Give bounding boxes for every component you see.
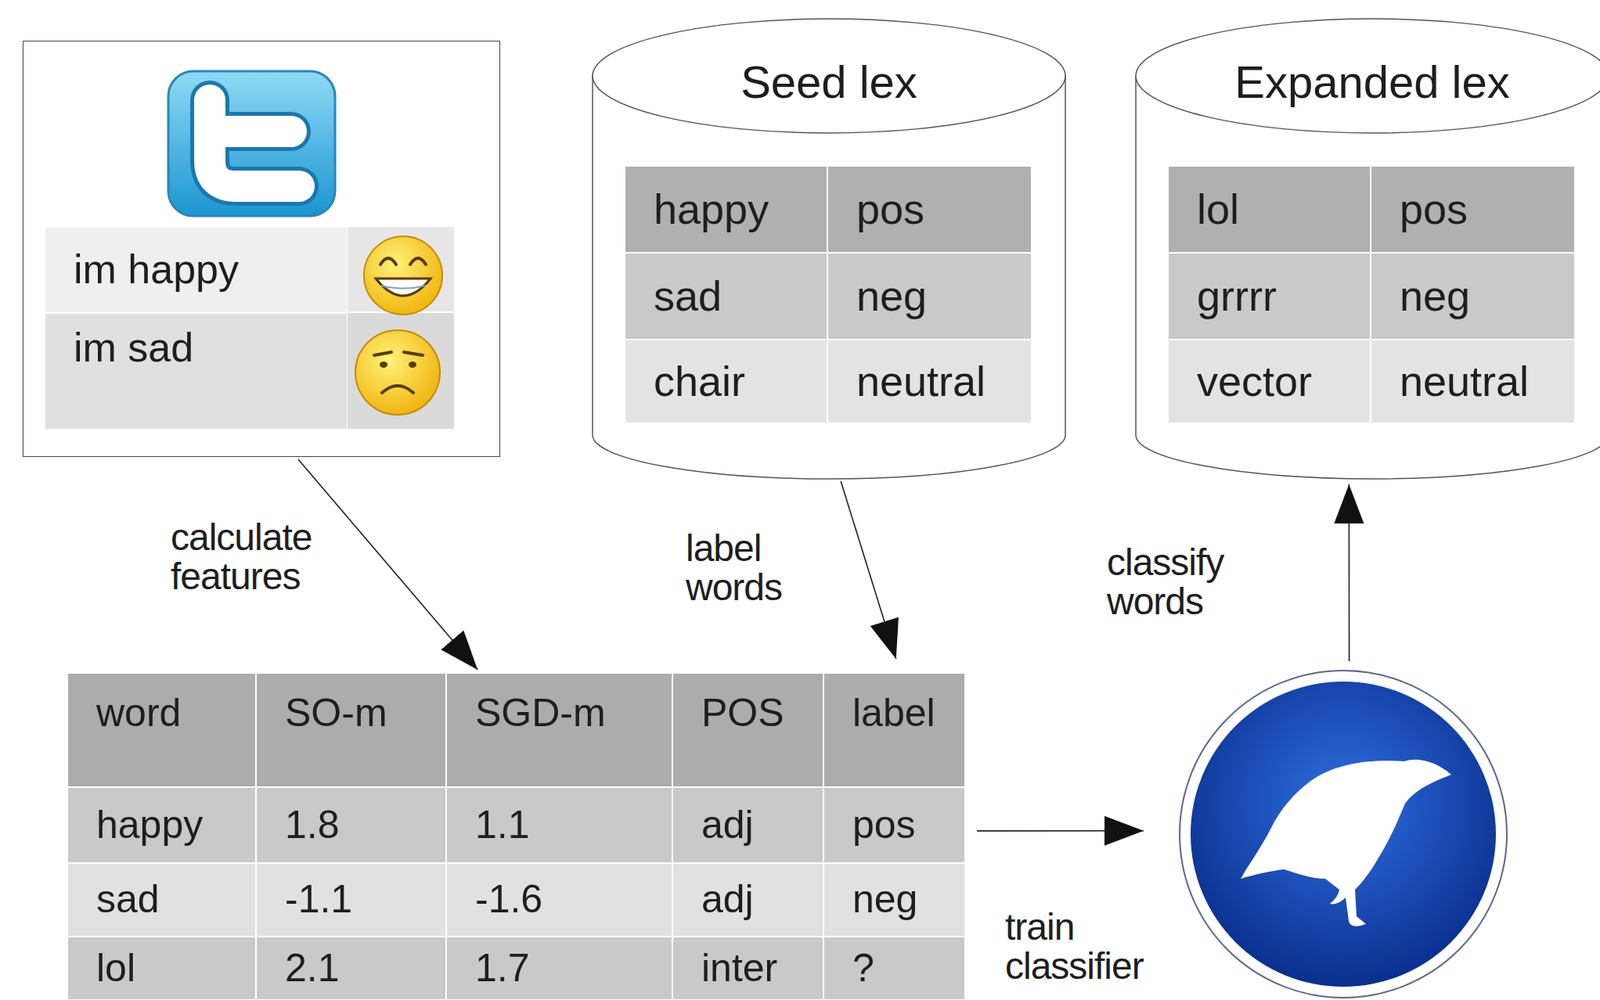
table-cell: lol: [1168, 166, 1370, 253]
table-cell: sad: [68, 864, 256, 937]
feature-table: wordSO-mSGD-mPOSlabel happy1.81.1adjpos sa…: [67, 673, 966, 1000]
disc: [1190, 681, 1496, 988]
table-cell: ?: [824, 937, 965, 1000]
happy-emoji: [363, 236, 443, 315]
table-cell: happy: [68, 788, 256, 863]
weka-logo: [1178, 669, 1509, 1000]
table-cell: 2.1: [256, 937, 446, 1000]
table-cell: -1.1: [256, 864, 446, 937]
table-cell: lol: [68, 937, 256, 1000]
tweet-panel: im happyim sad: [22, 40, 501, 458]
arrow-connector: [298, 459, 478, 671]
arrow-connector: [976, 830, 1144, 833]
table-cell: sad: [625, 253, 827, 339]
sad-emoji: [355, 330, 440, 415]
table-cell: label: [824, 673, 965, 787]
table-cell: pos: [824, 788, 965, 863]
table-cell: adj: [673, 864, 823, 937]
edge-label: classify words: [1106, 543, 1272, 623]
seed-lexicon-cylinder: Seed lex happypossadnegchairneutral: [591, 18, 1067, 480]
table-cell: word: [68, 673, 256, 787]
arrow-connector: [840, 481, 897, 660]
table-cell: SGD-m: [446, 673, 672, 787]
cylinder-top: [1135, 18, 1600, 134]
table-cell: chair: [625, 340, 827, 423]
table-cell: adj: [673, 788, 823, 863]
ring: [1179, 670, 1507, 999]
expanded-lexicon-cylinder: Expanded lex lolposgrrrrnegvectorneutral: [1135, 18, 1600, 480]
edge-label: label words: [685, 529, 819, 609]
twitter-logo: [168, 71, 336, 217]
arrow-connector: [1348, 484, 1351, 662]
table-cell: neg: [1371, 253, 1575, 339]
table-cell: vector: [1168, 340, 1370, 423]
table-cell: im sad: [45, 313, 347, 429]
table-cell: neutral: [1371, 340, 1575, 423]
table-cell: inter: [673, 937, 823, 1000]
table-cell: happy: [625, 166, 827, 253]
table-cell: pos: [828, 166, 1031, 253]
cylinder-body: [592, 75, 1066, 480]
emoji-cell: [347, 313, 455, 429]
table-cell: SO-m: [256, 673, 446, 787]
edge-label: calculate features: [170, 518, 367, 598]
cylinder-top: [592, 18, 1066, 134]
table-cell: im happy: [45, 227, 347, 313]
table-cell: grrrr: [1168, 253, 1370, 339]
table-cell: 1.1: [446, 788, 672, 863]
cylinder-body: [1135, 75, 1600, 480]
table-cell: pos: [1371, 166, 1575, 253]
table-cell: neg: [828, 253, 1031, 339]
table-cell: POS: [673, 673, 823, 787]
table-cell: 1.7: [446, 937, 672, 1000]
table-cell: neg: [824, 864, 965, 937]
lexicon-title: Expanded lex: [1135, 53, 1600, 112]
lexicon-title: Seed lex: [592, 53, 1066, 112]
weka-classifier-circle: [1178, 669, 1509, 1000]
table-cell: 1.8: [256, 788, 446, 863]
table-cell: -1.6: [446, 864, 672, 937]
table-cell: neutral: [828, 340, 1031, 423]
weka-bird: [1240, 760, 1452, 927]
edge-label: train classifier: [1005, 908, 1201, 988]
